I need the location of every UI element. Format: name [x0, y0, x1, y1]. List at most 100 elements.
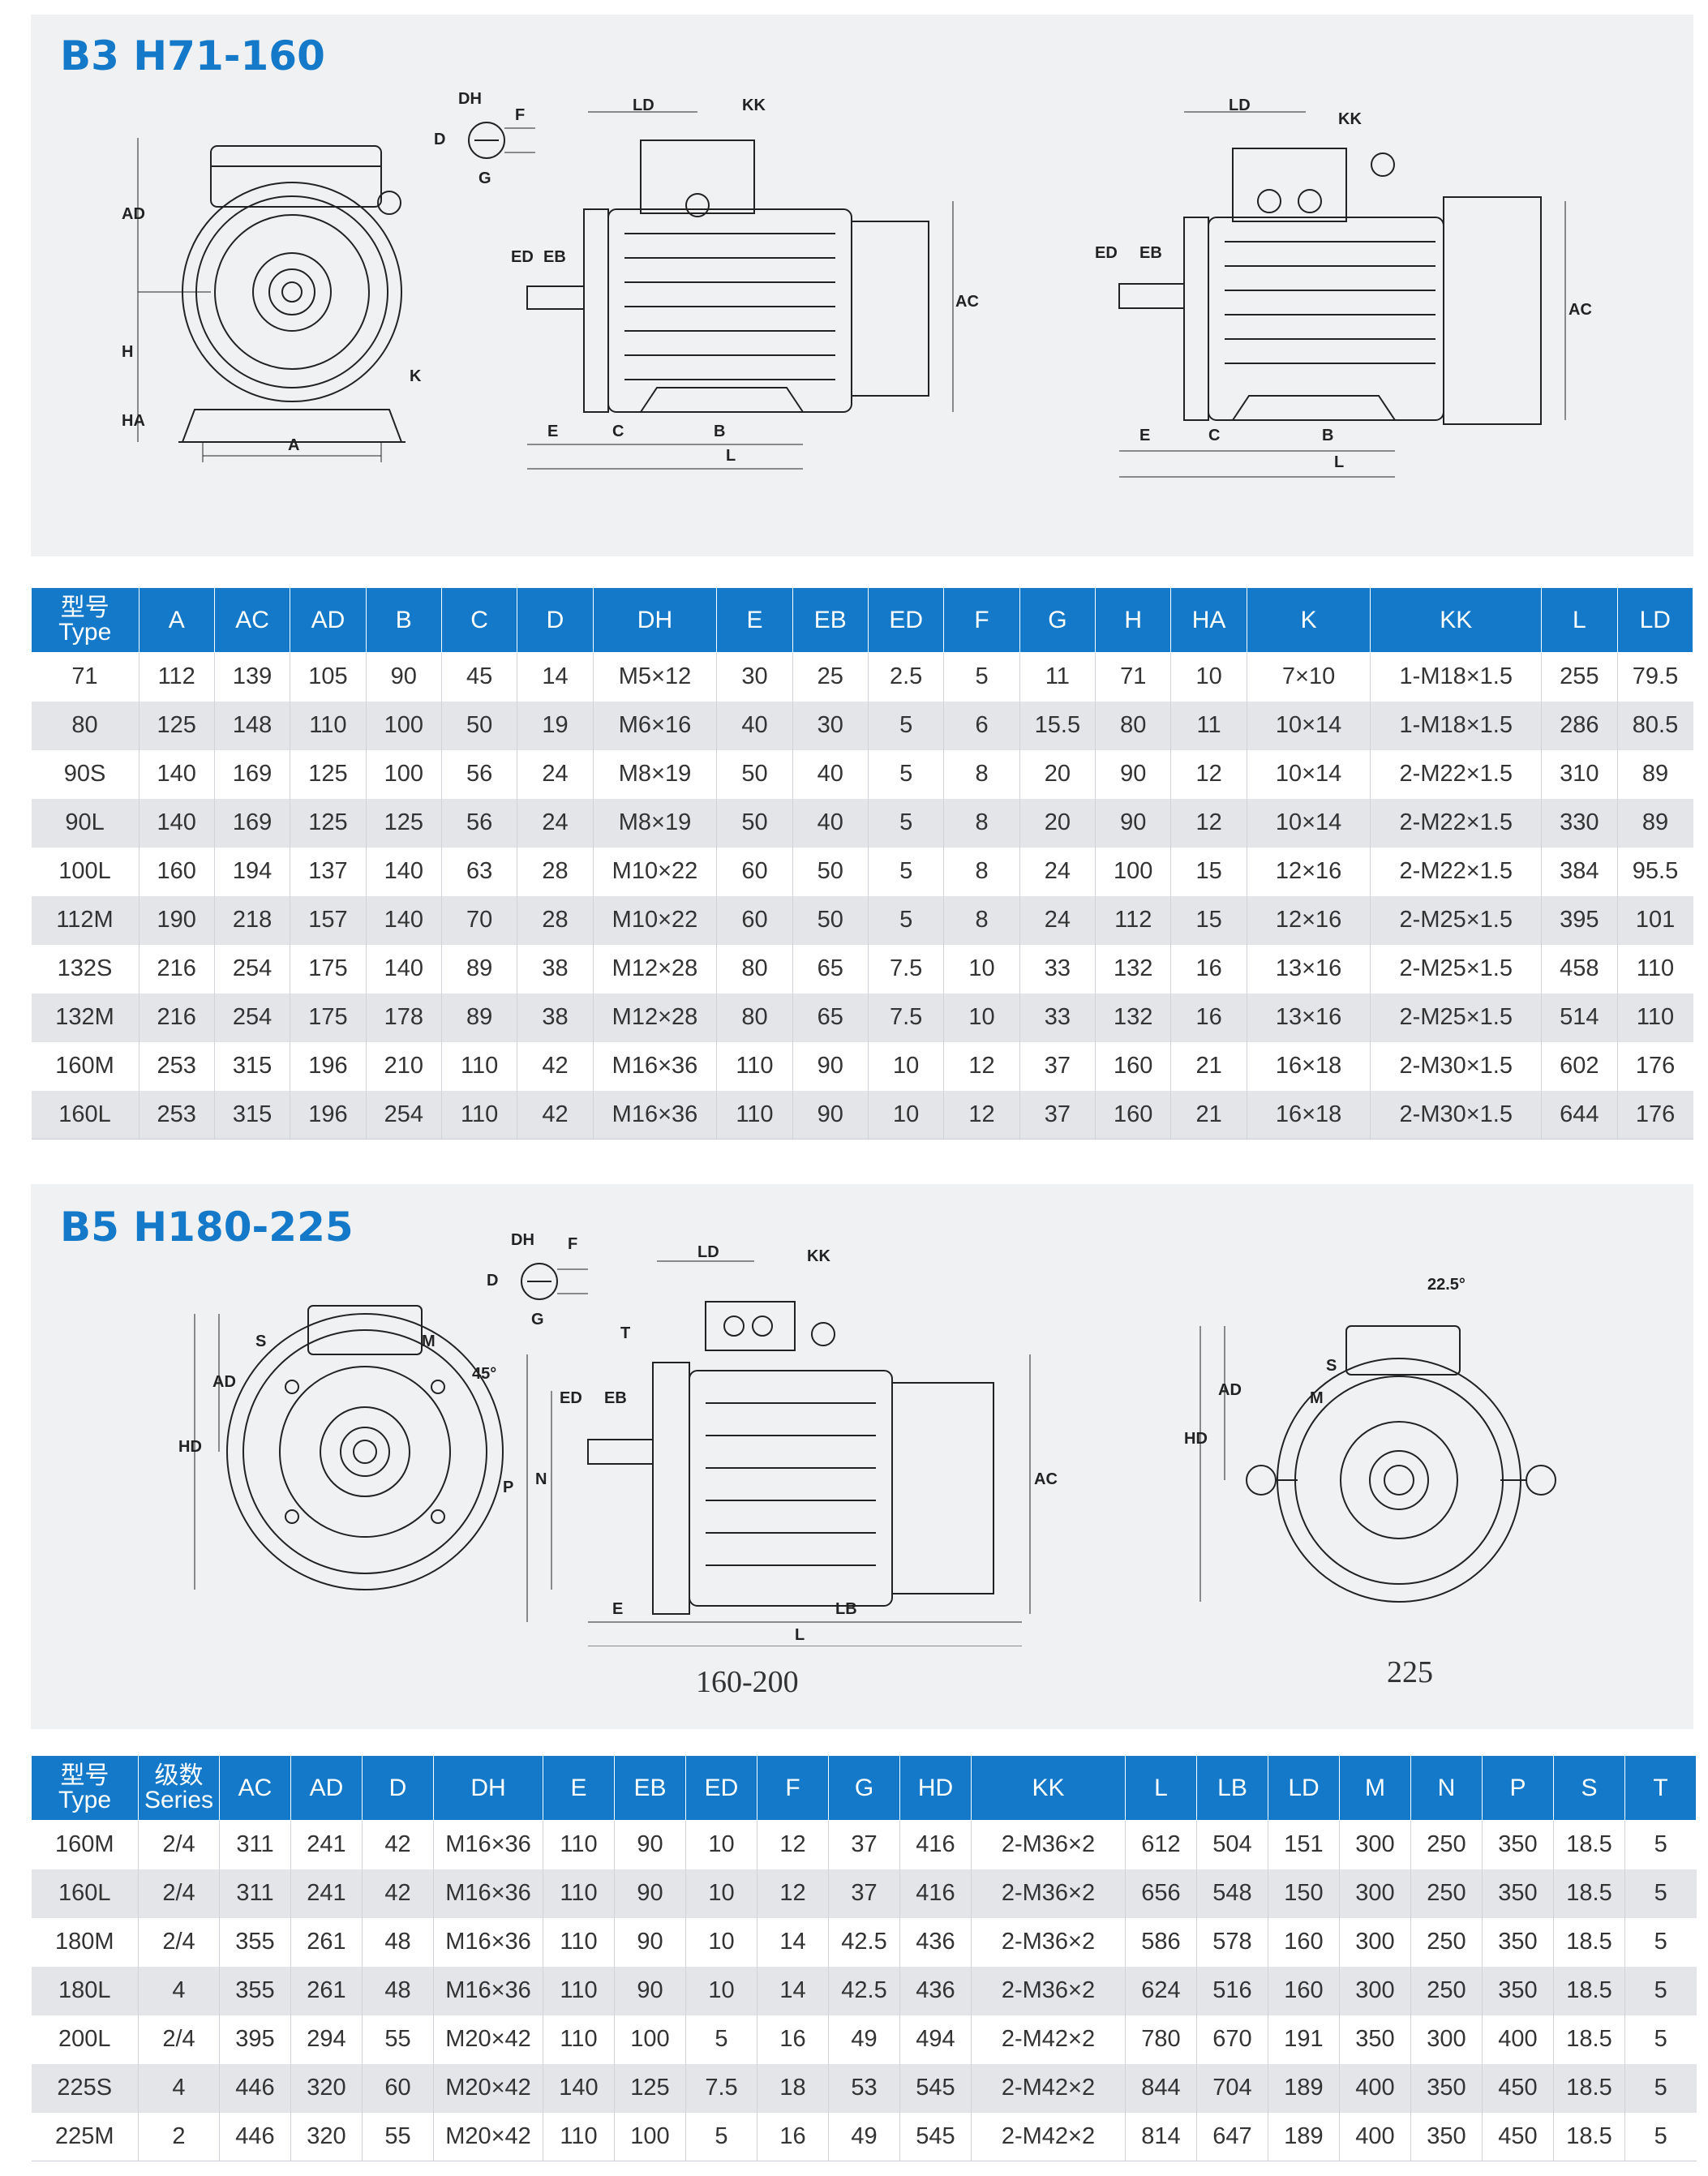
- table-cell: 110: [441, 1041, 518, 1091]
- table-cell: 250: [1410, 1820, 1483, 1869]
- table-cell: 5: [1624, 2015, 1697, 2064]
- table-cell: 5: [868, 847, 945, 896]
- table-cell: 110: [1617, 944, 1693, 994]
- table-cell: 780: [1125, 2015, 1197, 2064]
- column-header: A: [138, 587, 215, 653]
- svg-text:E: E: [612, 1600, 623, 1618]
- table-cell: 311: [219, 1820, 291, 1869]
- column-header: H: [1095, 587, 1172, 653]
- table-cell: M16×36: [433, 1966, 543, 2015]
- table-cell: 30: [716, 652, 793, 702]
- table-cell: 140: [139, 798, 215, 848]
- table-cell: 112: [139, 652, 215, 702]
- column-header: F: [943, 587, 1020, 653]
- table-cell: 90: [366, 652, 442, 702]
- table-cell: 545: [899, 2063, 972, 2113]
- svg-text:C: C: [612, 423, 624, 440]
- table-cell: 216: [139, 993, 215, 1042]
- column-header: AC: [213, 587, 291, 653]
- column-header: L: [1541, 587, 1618, 653]
- table-cell: 80: [716, 944, 793, 994]
- table-cell: 504: [1196, 1820, 1268, 1869]
- table-cell: 350: [1482, 1869, 1554, 1918]
- table-cell: 21: [1170, 1041, 1247, 1091]
- table-cell: 110: [441, 1090, 518, 1140]
- svg-text:AD: AD: [212, 1373, 236, 1391]
- table-cell: 100: [1095, 847, 1172, 896]
- table-cell: 2-M25×1.5: [1370, 895, 1543, 945]
- table-cell: 95.5: [1617, 847, 1693, 896]
- table-cell: 110: [716, 1041, 793, 1091]
- caption-160-200: 160-200: [696, 1665, 799, 1699]
- table-cell: 10: [685, 1869, 757, 1918]
- table-cell: 50: [716, 798, 793, 848]
- table-cell: 45: [441, 652, 518, 702]
- table-cell: 10: [1170, 652, 1247, 702]
- table-cell: 132: [1095, 944, 1172, 994]
- column-header: DH: [433, 1755, 543, 1821]
- table-cell: 704: [1196, 2063, 1268, 2113]
- table-cell: 350: [1482, 1966, 1554, 2015]
- table-cell: 42: [517, 1041, 594, 1091]
- column-header: D: [517, 587, 594, 653]
- table-cell: 18.5: [1553, 1869, 1625, 1918]
- table-cell: 2-M25×1.5: [1370, 993, 1543, 1042]
- svg-text:LD: LD: [633, 97, 654, 114]
- table-cell: 50: [792, 895, 869, 945]
- table-cell: 90: [614, 1869, 686, 1918]
- table-cell: 261: [290, 1966, 363, 2015]
- table-cell: M5×12: [593, 652, 718, 702]
- table-cell: 450: [1482, 2112, 1554, 2161]
- svg-text:D: D: [434, 131, 445, 148]
- table-cell: 602: [1541, 1041, 1618, 1091]
- table-cell: 254: [214, 944, 291, 994]
- table-cell: 110: [543, 1966, 615, 2015]
- table-cell: 10: [868, 1041, 945, 1091]
- table-cell: M6×16: [593, 701, 718, 750]
- svg-text:L: L: [795, 1626, 805, 1644]
- table-cell: 37: [1019, 1090, 1096, 1140]
- table-cell: 10: [868, 1090, 945, 1140]
- table-cell: 37: [828, 1820, 900, 1869]
- table-cell: 90: [614, 1966, 686, 2015]
- table-cell: 2-M42×2: [971, 2015, 1126, 2064]
- table-cell: 350: [1410, 2063, 1483, 2113]
- table-cell: 80.5: [1617, 701, 1693, 750]
- svg-text:LB: LB: [835, 1600, 857, 1618]
- table-cell: 60: [716, 847, 793, 896]
- table-cell: 225S: [31, 2063, 139, 2113]
- table-cell: 110: [1617, 993, 1693, 1042]
- table-cell: 578: [1196, 1917, 1268, 1967]
- table-cell: 140: [366, 895, 442, 945]
- table-cell: 12: [943, 1041, 1020, 1091]
- column-header: ED: [867, 587, 945, 653]
- table-cell: 132M: [31, 993, 139, 1042]
- table-cell: 140: [366, 847, 442, 896]
- table-cell: 250: [1410, 1966, 1483, 2015]
- table-cell: 13×16: [1247, 944, 1371, 994]
- svg-text:L: L: [1334, 453, 1344, 471]
- table-cell: 10: [685, 1917, 757, 1967]
- table-cell: 70: [441, 895, 518, 945]
- table-cell: 494: [899, 2015, 972, 2064]
- table-cell: 516: [1196, 1966, 1268, 2015]
- table-cell: 112: [1095, 895, 1172, 945]
- table-cell: 80: [31, 701, 139, 750]
- table-cell: 80: [1095, 701, 1172, 750]
- table-cell: 458: [1541, 944, 1618, 994]
- table-cell: 150: [1268, 1869, 1340, 1918]
- table-cell: 5: [868, 749, 945, 799]
- table-cell: 5: [1624, 1917, 1697, 1967]
- section-title-b3: B3 H71-160: [60, 32, 325, 79]
- b5-side-view-drawing: LD KK T ED EB P N AC E LB L: [503, 1241, 1087, 1646]
- table-cell: 42: [517, 1090, 594, 1140]
- table-cell: 5: [943, 652, 1020, 702]
- table-cell: M8×19: [593, 798, 718, 848]
